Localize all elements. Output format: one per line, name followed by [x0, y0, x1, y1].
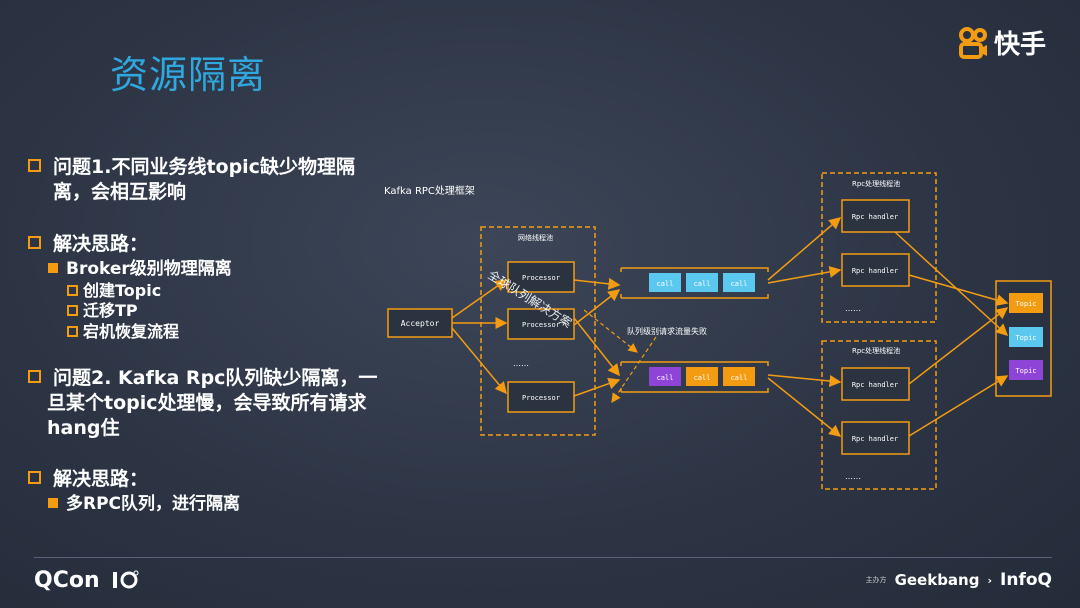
rpc-handler-box — [841, 421, 910, 455]
sub-sub-bullet-text: 宕机恢复流程 — [83, 322, 180, 341]
brand-logo: 快手 — [958, 24, 1046, 61]
processor-label: Processor — [522, 274, 560, 282]
topic-box — [1009, 327, 1043, 347]
processor-box — [507, 308, 575, 340]
sub-sub-bullet: 创建Topic — [67, 280, 161, 301]
rpc-handler-box — [841, 199, 910, 233]
checkbox-icon — [67, 326, 78, 337]
bullet-solution-1: 解决思路： — [28, 232, 148, 257]
sub-bullet-text: 多RPC队列，进行隔离 — [66, 494, 241, 514]
rpc-handler-label: Rpc handler — [852, 381, 898, 389]
bullet-line: 问题1.不同业务线topic缺少物理隔 — [53, 156, 355, 178]
square-bullet-icon — [48, 263, 58, 273]
bullet-problem-2: 问题2. Kafka Rpc队列缺少隔离，一 旦某个topic处理慢，会导致所有… — [28, 366, 377, 441]
checkbox-icon — [28, 471, 41, 484]
checkbox-icon — [28, 159, 41, 172]
sub-bullet: Broker级别物理隔离 — [48, 258, 232, 280]
rpc-handler-label: Rpc handler — [852, 435, 898, 443]
processor-label: Processor — [522, 394, 560, 402]
diagram-caption: Kafka RPC处理框架 — [384, 184, 475, 197]
acceptor-box — [387, 308, 453, 338]
network-thread-pool-group — [480, 226, 596, 436]
topic-label: Topic — [1015, 300, 1036, 308]
bullet-line: 离，会相互影响 — [53, 181, 187, 203]
sponsor-area: 主办方 Geekbang › InfoQ — [866, 570, 1052, 590]
sub-sub-bullet: 迁移TP — [67, 300, 138, 321]
rpc-handler-label: Rpc handler — [852, 213, 898, 221]
queue-call-label: call — [657, 280, 674, 288]
queue-top — [620, 267, 769, 299]
kuaishou-logo-icon — [958, 26, 987, 59]
queue-call-label: call — [657, 374, 674, 382]
sub-sub-bullet-text: 创建Topic — [83, 281, 162, 300]
handler-group-label: Rpc处理线程池 — [852, 179, 900, 188]
topics-group — [995, 280, 1052, 397]
processor-box — [507, 261, 575, 293]
qcon-logo: QCon — [34, 568, 139, 593]
bullet-line: 解决思路： — [53, 233, 149, 255]
processor-ellipsis: …… — [513, 359, 529, 368]
bullet-line: hang住 — [47, 417, 120, 439]
brand-name: 快手 — [993, 30, 1046, 60]
rpc-handler-pool-top — [821, 172, 937, 323]
handler-ellipsis: …… — [845, 304, 861, 313]
sub-sub-bullet: 宕机恢复流程 — [67, 321, 179, 342]
square-bullet-icon — [48, 498, 58, 508]
footer-divider — [34, 557, 1052, 558]
network-group-label: 网络线程池 — [518, 233, 553, 242]
handler-ellipsis: …… — [845, 472, 861, 481]
bullet-line: 解决思路： — [53, 468, 149, 490]
infoq-logo: InfoQ — [1000, 570, 1052, 590]
queue-call-label: call — [731, 374, 748, 382]
bullet-line: 问题2. Kafka Rpc队列缺少隔离，一 — [53, 367, 378, 389]
acceptor-label: Acceptor — [401, 319, 440, 328]
handler-group-label: Rpc处理线程池 — [852, 346, 900, 355]
rpc-handler-box — [841, 367, 910, 401]
checkbox-icon — [28, 370, 41, 383]
sub-sub-bullet-text: 迁移TP — [83, 301, 138, 320]
processor-label: Processor — [522, 321, 560, 329]
qcon-text: QCon — [34, 568, 100, 593]
bullet-problem-1: 问题1.不同业务线topic缺少物理隔 离，会相互影响 — [28, 155, 355, 205]
topic-label: Topic — [1015, 334, 1036, 342]
slide-title: 资源隔离 — [110, 53, 267, 97]
checkbox-icon — [28, 236, 41, 249]
geekbang-logo: Geekbang — [894, 571, 980, 589]
queue-call-box — [649, 367, 681, 386]
rpc-handler-box — [841, 253, 910, 287]
bullet-line: 旦某个topic处理慢，会导致所有请求 — [47, 392, 367, 414]
queue-call-label: call — [694, 374, 711, 382]
bullet-solution-2: 解决思路： — [28, 467, 148, 492]
queue-call-box — [686, 273, 718, 292]
rpc-handler-label: Rpc handler — [852, 267, 898, 275]
queue-call-box — [686, 367, 718, 386]
topic-box — [1009, 293, 1043, 313]
topic-box — [1009, 360, 1043, 380]
sub-bullet: 多RPC队列，进行隔离 — [48, 493, 240, 515]
queue-call-box — [649, 273, 681, 292]
anniversary-10-icon — [113, 570, 139, 589]
queue-call-label: call — [731, 280, 748, 288]
mid-annotation: 队列级别请求流量失败 — [627, 326, 707, 336]
processor-box — [507, 381, 575, 413]
queue-call-box — [723, 367, 755, 386]
topic-label: Topic — [1015, 367, 1036, 375]
sub-bullet-text: Broker级别物理隔离 — [66, 259, 232, 279]
rpc-handler-pool-bottom — [821, 340, 937, 490]
queue-bottom — [620, 361, 769, 393]
checkbox-icon — [67, 305, 78, 316]
queue-call-box — [723, 273, 755, 292]
queue-call-label: call — [694, 280, 711, 288]
geekbang-chevron-icon: › — [987, 573, 993, 587]
sponsor-label: 主办方 — [865, 576, 887, 584]
checkbox-icon — [67, 285, 78, 296]
